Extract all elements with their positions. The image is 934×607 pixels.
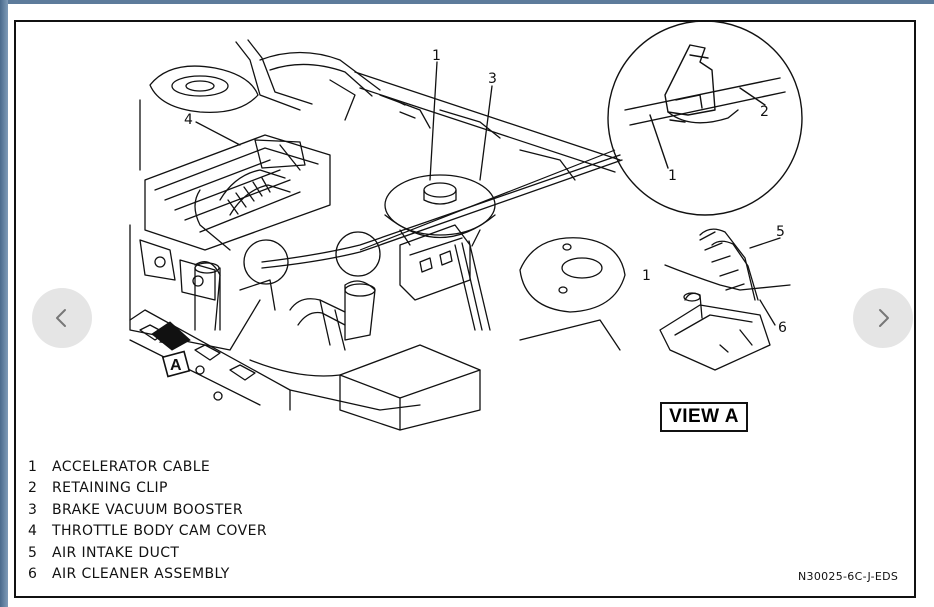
callout-detail-2: 2 — [760, 104, 769, 120]
legend-number: 3 — [28, 501, 38, 518]
coolant-pipes — [289, 280, 376, 351]
detail-leader-line — [359, 149, 616, 251]
legend-item: 2 RETAINING CLIP — [28, 478, 267, 499]
legend-item: 3 BRAKE VACUUM BOOSTER — [28, 500, 267, 521]
callout-detail-1: 1 — [668, 168, 677, 184]
callout-view-1: 1 — [642, 268, 651, 284]
legend-label: AIR INTAKE DUCT — [52, 544, 180, 561]
carousel-prev-button[interactable] — [32, 288, 92, 348]
callout-main-4: 4 — [184, 112, 193, 128]
window-left-edge — [0, 0, 8, 607]
legend-label: RETAINING CLIP — [52, 480, 168, 497]
legend-number: 5 — [28, 544, 38, 561]
drawing-code: N30025-6C-J-EDS — [798, 570, 899, 583]
callout-main-1: 1 — [432, 48, 441, 64]
accelerator-cable-route — [261, 154, 623, 269]
legend-number: 6 — [28, 565, 38, 582]
strut-tower-left — [139, 65, 259, 171]
legend-number: 2 — [28, 480, 38, 497]
legend-item: 5 AIR INTAKE DUCT — [28, 543, 267, 564]
strut-tower-right — [519, 237, 626, 313]
chevron-right-icon — [879, 309, 889, 327]
legend-label: AIR CLEANER ASSEMBLY — [52, 565, 230, 582]
firewall — [354, 71, 621, 181]
battery-tray — [249, 319, 621, 431]
view-a-inset — [659, 228, 791, 371]
clip-location-circle-right — [335, 231, 381, 277]
view-a-label: VIEW A — [660, 402, 748, 432]
callout-view-6: 6 — [778, 320, 787, 336]
legend-number: 1 — [28, 459, 38, 475]
view-a-arrow-letter: A — [170, 357, 182, 374]
throttle-body-cam-cover — [144, 134, 331, 251]
legend-item: 4 THROTTLE BODY CAM COVER — [28, 521, 267, 542]
callout-view-5: 5 — [776, 224, 785, 240]
air-intake-duct — [194, 169, 291, 251]
radiator-support — [129, 309, 421, 411]
callout-main-3: 3 — [488, 71, 497, 87]
legend-item: 6 AIR CLEANER ASSEMBLY — [28, 564, 267, 585]
legend-label: THROTTLE BODY CAM COVER — [52, 523, 267, 540]
legend-label: ACCELERATOR CABLE — [52, 459, 211, 475]
legend-item: 1 ACCELERATOR CABLE — [28, 457, 267, 478]
clip-location-circle-left — [243, 239, 289, 285]
carousel-next-button[interactable] — [853, 288, 913, 348]
parts-legend: 1 ACCELERATOR CABLE 2 RETAINING CLIP 3 BRAK… — [28, 457, 267, 585]
window-top-edge — [0, 0, 934, 4]
legend-number: 4 — [28, 523, 38, 540]
chevron-left-icon — [56, 309, 66, 327]
detail-view-clip — [607, 20, 803, 216]
legend-label: BRAKE VACUUM BOOSTER — [52, 501, 244, 518]
master-cylinder — [399, 224, 491, 331]
upper-hoses — [235, 39, 431, 129]
view-a-arrow: A — [151, 321, 191, 378]
